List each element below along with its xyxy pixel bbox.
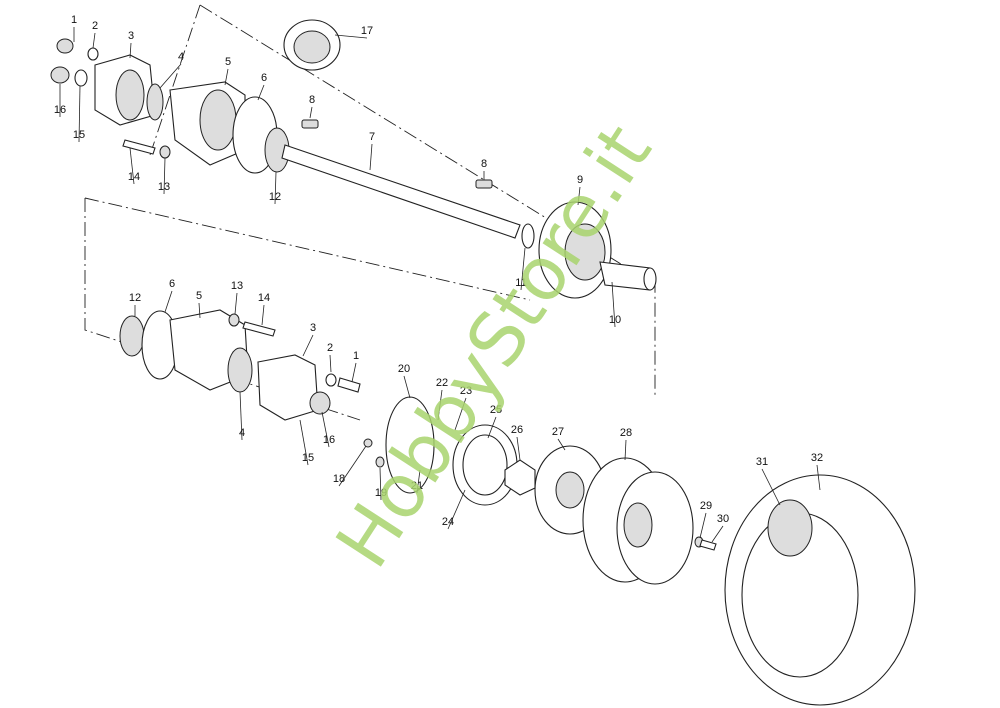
leader-line xyxy=(487,416,497,439)
lower-part-label-22: 22 xyxy=(436,377,448,389)
leader-line xyxy=(369,143,373,171)
leader-line xyxy=(239,391,243,441)
leader-line xyxy=(447,489,466,530)
leader-line xyxy=(129,147,135,185)
lower-part-label-4: 4 xyxy=(239,427,245,439)
leader-line xyxy=(816,464,821,491)
lower-part-label-6: 6 xyxy=(169,278,175,290)
upper-part-label-1: 1 xyxy=(71,14,77,26)
leader-line xyxy=(699,512,707,539)
upper-assembly xyxy=(50,19,657,299)
upper-part-label-2: 2 xyxy=(92,20,98,32)
leader-line xyxy=(198,302,201,319)
lower-part-label-23: 23 xyxy=(460,385,472,397)
leader-line xyxy=(163,157,166,195)
leader-line xyxy=(416,469,421,494)
leader-line xyxy=(329,354,332,373)
leader-line xyxy=(516,436,521,461)
lower-part-label-30: 30 xyxy=(717,513,729,525)
upper-part-label-15: 15 xyxy=(73,129,85,141)
lower-part-label-27: 27 xyxy=(552,426,564,438)
leader-line xyxy=(624,439,627,461)
upper-part-label-16: 16 xyxy=(54,104,66,116)
leader-line xyxy=(234,292,238,315)
leader-line xyxy=(334,34,368,39)
lower-part-label-18: 18 xyxy=(333,473,345,485)
leader-line xyxy=(261,304,265,326)
upper-part-label-10: 10 xyxy=(609,314,621,326)
lower-part-label-15: 15 xyxy=(302,452,314,464)
lower-part-label-3: 3 xyxy=(310,322,316,334)
lower-part-label-29: 29 xyxy=(700,500,712,512)
leader-line xyxy=(454,397,467,431)
leader-line xyxy=(711,525,724,543)
upper-part-label-7: 7 xyxy=(369,131,375,143)
leader-line xyxy=(257,84,265,101)
leader-line xyxy=(309,106,313,119)
upper-part-label-11: 11 xyxy=(515,277,526,289)
lower-part-label-12: 12 xyxy=(129,292,141,304)
lower-part-label-20: 20 xyxy=(398,363,410,375)
upper-part-label-8: 8 xyxy=(309,94,315,106)
upper-part-label-17: 17 xyxy=(361,25,373,37)
lower-assembly xyxy=(119,309,916,706)
leader-line xyxy=(159,63,182,89)
lower-part-label-14: 14 xyxy=(258,292,270,304)
upper-part-label-8: 8 xyxy=(481,158,487,170)
leader-line xyxy=(437,389,443,421)
lower-group-frame xyxy=(84,198,361,421)
leader-line xyxy=(761,468,781,506)
leader-line xyxy=(78,85,81,143)
lower-part-label-5: 5 xyxy=(196,290,202,302)
leader-line xyxy=(274,171,277,205)
upper-part-label-4: 4 xyxy=(178,51,184,63)
leader-line xyxy=(92,32,96,49)
lower-part-label-24: 24 xyxy=(442,516,454,528)
leader-line xyxy=(379,467,382,501)
leader-line xyxy=(224,68,229,86)
leader-line xyxy=(129,42,132,59)
leader-line xyxy=(403,375,411,399)
upper-group-frame-left xyxy=(149,4,201,156)
leader-line xyxy=(577,186,581,206)
lower-part-label-21: 21 xyxy=(411,480,423,492)
lower-part-label-32: 32 xyxy=(811,452,823,464)
lower-part-label-2: 2 xyxy=(327,342,333,354)
lower-part-label-28: 28 xyxy=(620,427,632,439)
leader-line xyxy=(164,290,173,313)
leader-line xyxy=(299,419,309,466)
lower-group-frame-top xyxy=(84,197,531,301)
upper-part-label-5: 5 xyxy=(225,56,231,68)
upper-part-label-3: 3 xyxy=(128,30,134,42)
upper-part-label-6: 6 xyxy=(261,72,267,84)
lower-part-label-1: 1 xyxy=(353,350,359,362)
leader-line xyxy=(520,247,526,291)
lower-part-label-25: 25 xyxy=(490,404,502,416)
leader-line xyxy=(611,281,616,328)
lower-part-label-31: 31 xyxy=(756,456,768,468)
upper-part-label-9: 9 xyxy=(577,174,583,186)
lower-part-label-19: 19 xyxy=(375,487,387,499)
leader-line xyxy=(557,438,566,451)
upper-part-label-14: 14 xyxy=(128,171,140,183)
leader-line xyxy=(302,334,314,357)
leader-line xyxy=(321,411,330,448)
lower-part-label-16: 16 xyxy=(323,434,335,446)
lower-part-label-13: 13 xyxy=(231,280,243,292)
upper-part-label-13: 13 xyxy=(158,181,170,193)
upper-part-label-12: 12 xyxy=(269,191,281,203)
lower-part-label-26: 26 xyxy=(511,424,523,436)
leader-lines xyxy=(59,27,821,543)
leader-line xyxy=(338,445,367,487)
leader-line xyxy=(351,362,357,383)
